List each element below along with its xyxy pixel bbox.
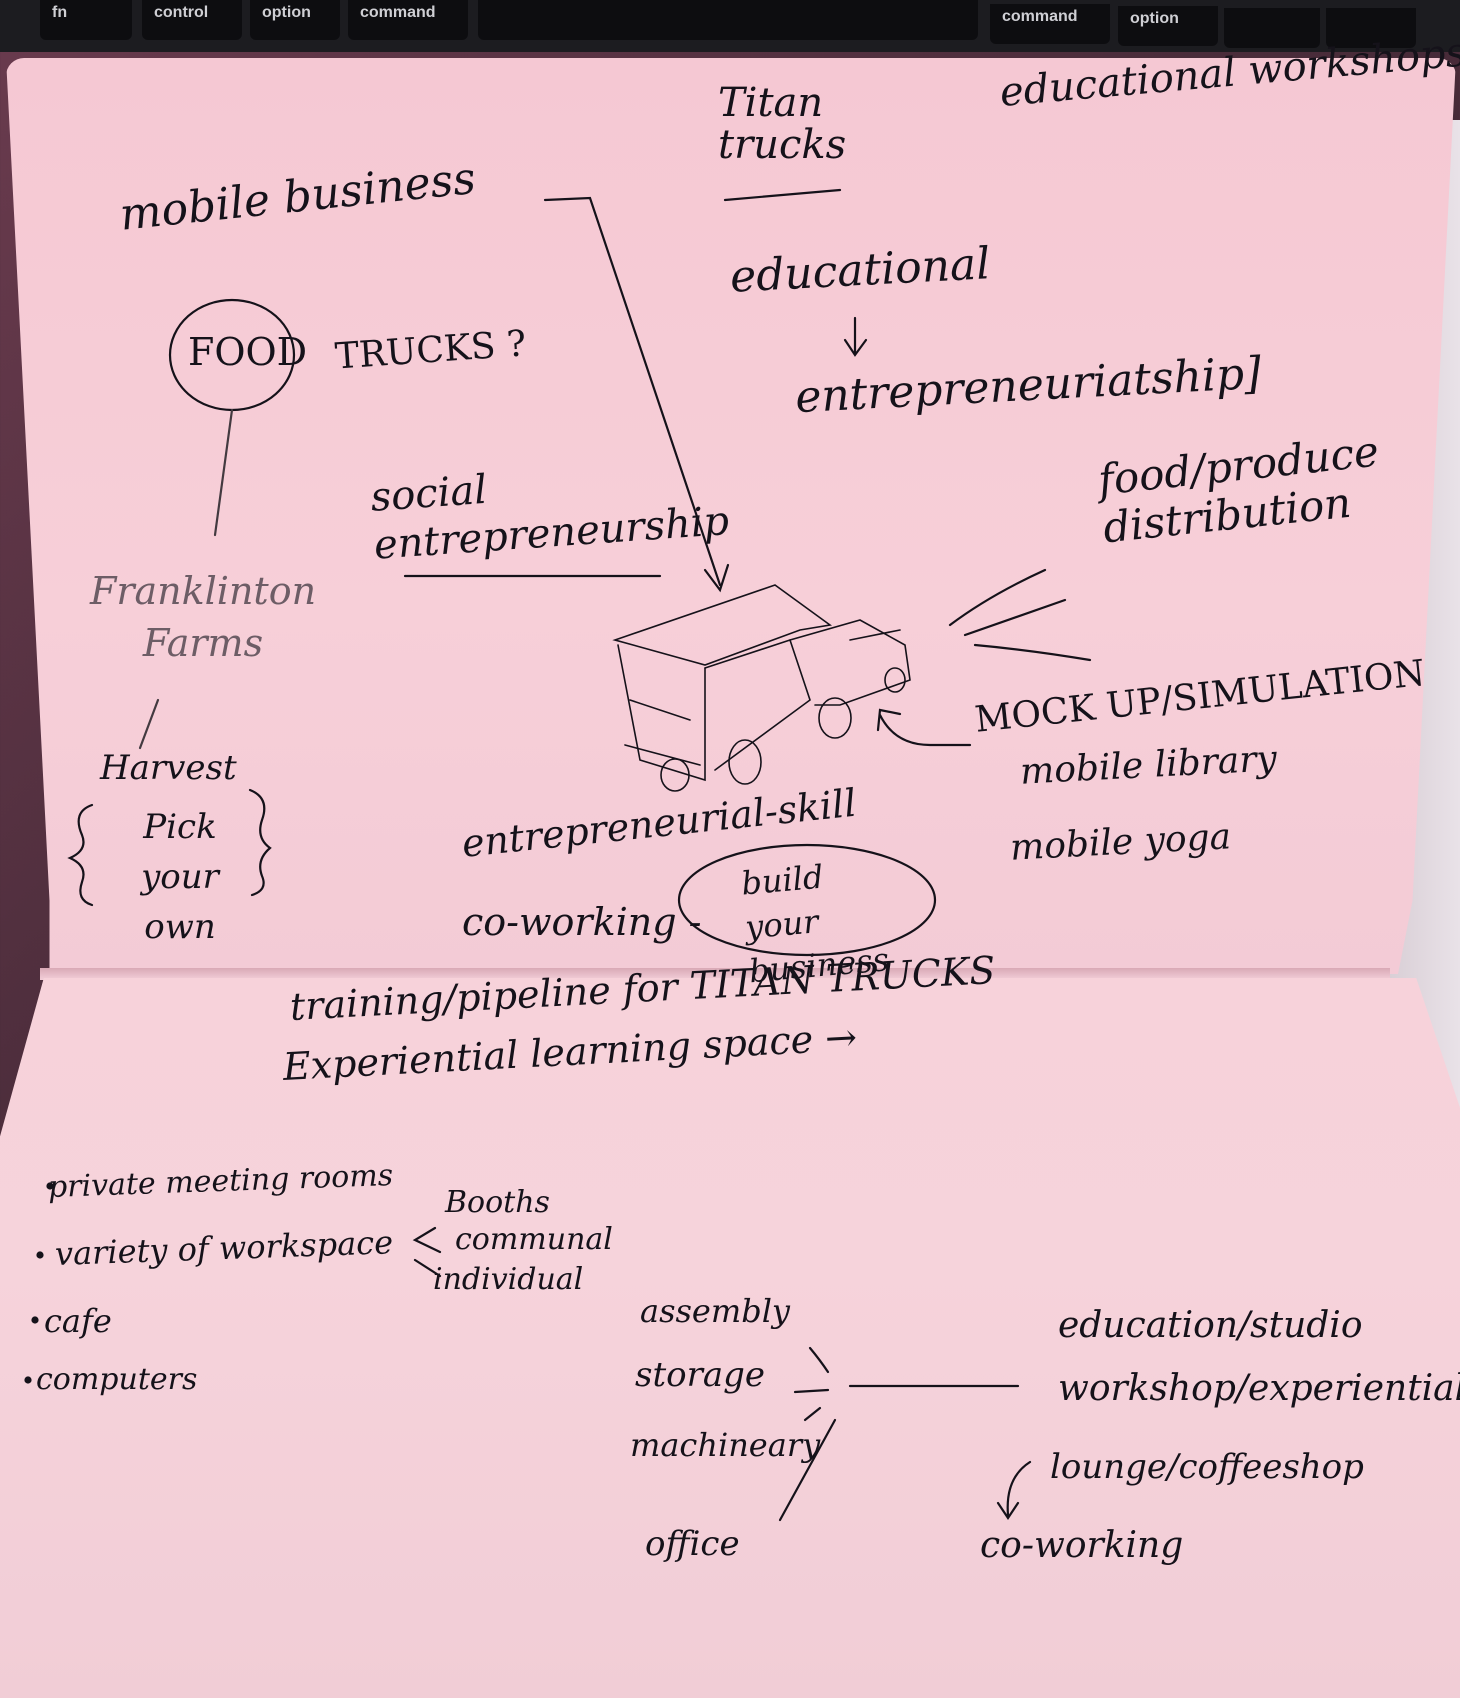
booths-bracket	[412, 1226, 442, 1278]
coworking-text: co-working	[980, 1525, 1184, 1566]
produce-line-3	[973, 643, 1092, 662]
option-key-right: option	[1118, 6, 1218, 46]
command-key: command	[348, 0, 468, 40]
lounge-coffeeshop-text: lounge/coffeeshop	[1050, 1447, 1364, 1487]
truck-sketch	[612, 584, 911, 792]
booths-text: Booths	[445, 1185, 550, 1220]
list-item-cafe: cafe	[44, 1302, 112, 1340]
command-key-right: command	[990, 4, 1110, 44]
option-key: option	[250, 0, 340, 40]
food-connector-line	[213, 408, 234, 537]
co-working-text: co-working -	[462, 900, 702, 944]
keyboard: fn control option command command option	[0, 0, 1460, 52]
pick-your-own-text: Pick your own	[141, 807, 219, 947]
produce-line-1	[948, 568, 1047, 627]
educational-arrow	[843, 316, 868, 357]
harvest-text: Harvest	[100, 748, 237, 788]
office-text: office	[645, 1524, 740, 1564]
machinery-text: machineary	[630, 1426, 821, 1464]
list-item-computers: computers	[36, 1362, 198, 1397]
bracket-line-2	[793, 1388, 830, 1394]
notebook-fold	[40, 968, 1390, 980]
lounge-arrow	[996, 1460, 1032, 1520]
mobile-business-arrowhead	[703, 563, 730, 593]
titan-trucks-heading: Titan trucks	[718, 80, 847, 168]
notebook-top-page	[6, 58, 1456, 974]
workshop-experiential-text: workshop/experiential	[1058, 1368, 1460, 1409]
franklinton-farms-text: Franklinton Farms	[89, 569, 317, 665]
control-key: control	[142, 0, 242, 40]
food-label: FOOD	[188, 330, 308, 374]
notebook-bottom-page	[0, 978, 1460, 1698]
titan-underline	[723, 188, 842, 202]
mobile-business-arrow	[543, 196, 722, 587]
space-key	[478, 0, 978, 40]
bracket-line-4	[778, 1418, 837, 1522]
arrow-left-key	[1224, 8, 1320, 48]
build-business-circle	[677, 843, 937, 957]
individual-text: individual	[433, 1262, 584, 1297]
mock-up-arrow	[876, 708, 972, 747]
communal-text: communal	[455, 1222, 613, 1257]
notebook	[0, 50, 1460, 1698]
right-brace	[248, 788, 272, 897]
fn-key: fn	[40, 0, 132, 40]
harvest-connector-line	[138, 698, 160, 750]
assembly-text: assembly	[640, 1292, 790, 1330]
arrow-down-key	[1326, 8, 1416, 48]
storage-text: storage	[635, 1355, 765, 1395]
produce-line-2	[963, 598, 1067, 637]
left-brace	[67, 803, 94, 907]
bracket-line-3	[803, 1406, 822, 1422]
education-studio-text: education/studio	[1058, 1305, 1363, 1346]
bracket-line-1	[808, 1346, 830, 1374]
